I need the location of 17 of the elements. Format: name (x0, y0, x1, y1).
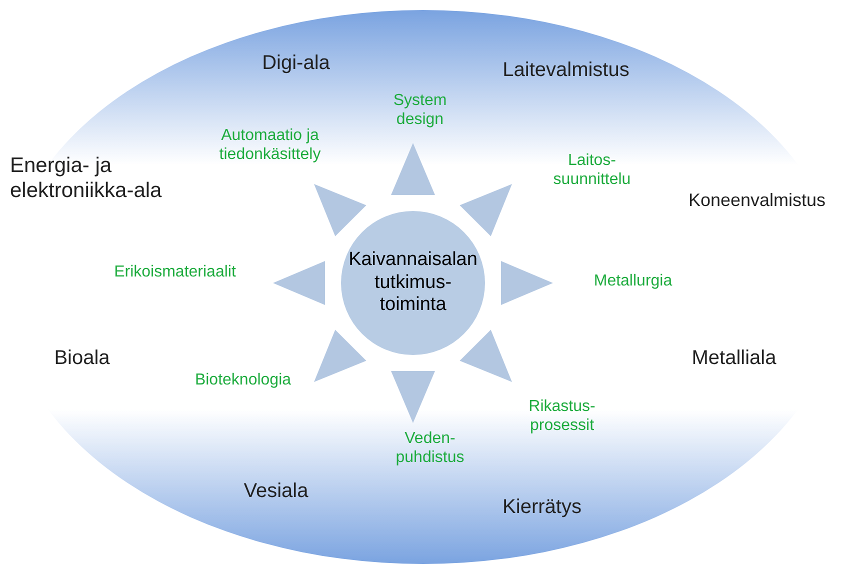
field-label: Bioala (53, 346, 111, 370)
topic-label: Erikoismateriaalit (113, 262, 237, 282)
topic-label: Automaatio ja tiedonkäsittely (218, 126, 322, 164)
field-label: Koneenvalmistus (687, 190, 827, 212)
topic-label: Laitos- suunnittelu (552, 150, 632, 190)
field-label: Laitevalmistus (502, 58, 630, 82)
field-label: Energia- ja elektroniikka-ala (10, 152, 163, 204)
topic-label: Metallurgia (592, 271, 674, 291)
center-title: Kaivannaisalan tutkimus- toiminta (348, 248, 478, 318)
topic-label: Rikastus- prosessit (528, 396, 596, 436)
field-label: Kierrätys (502, 495, 582, 519)
topic-label: Veden- puhdistus (394, 428, 466, 468)
topic-label: Bioteknologia (194, 370, 292, 390)
field-label: Metalliala (690, 346, 778, 370)
field-label: Vesiala (242, 479, 310, 503)
field-label: Digi-ala (261, 51, 331, 75)
topic-label: System design (392, 90, 448, 130)
